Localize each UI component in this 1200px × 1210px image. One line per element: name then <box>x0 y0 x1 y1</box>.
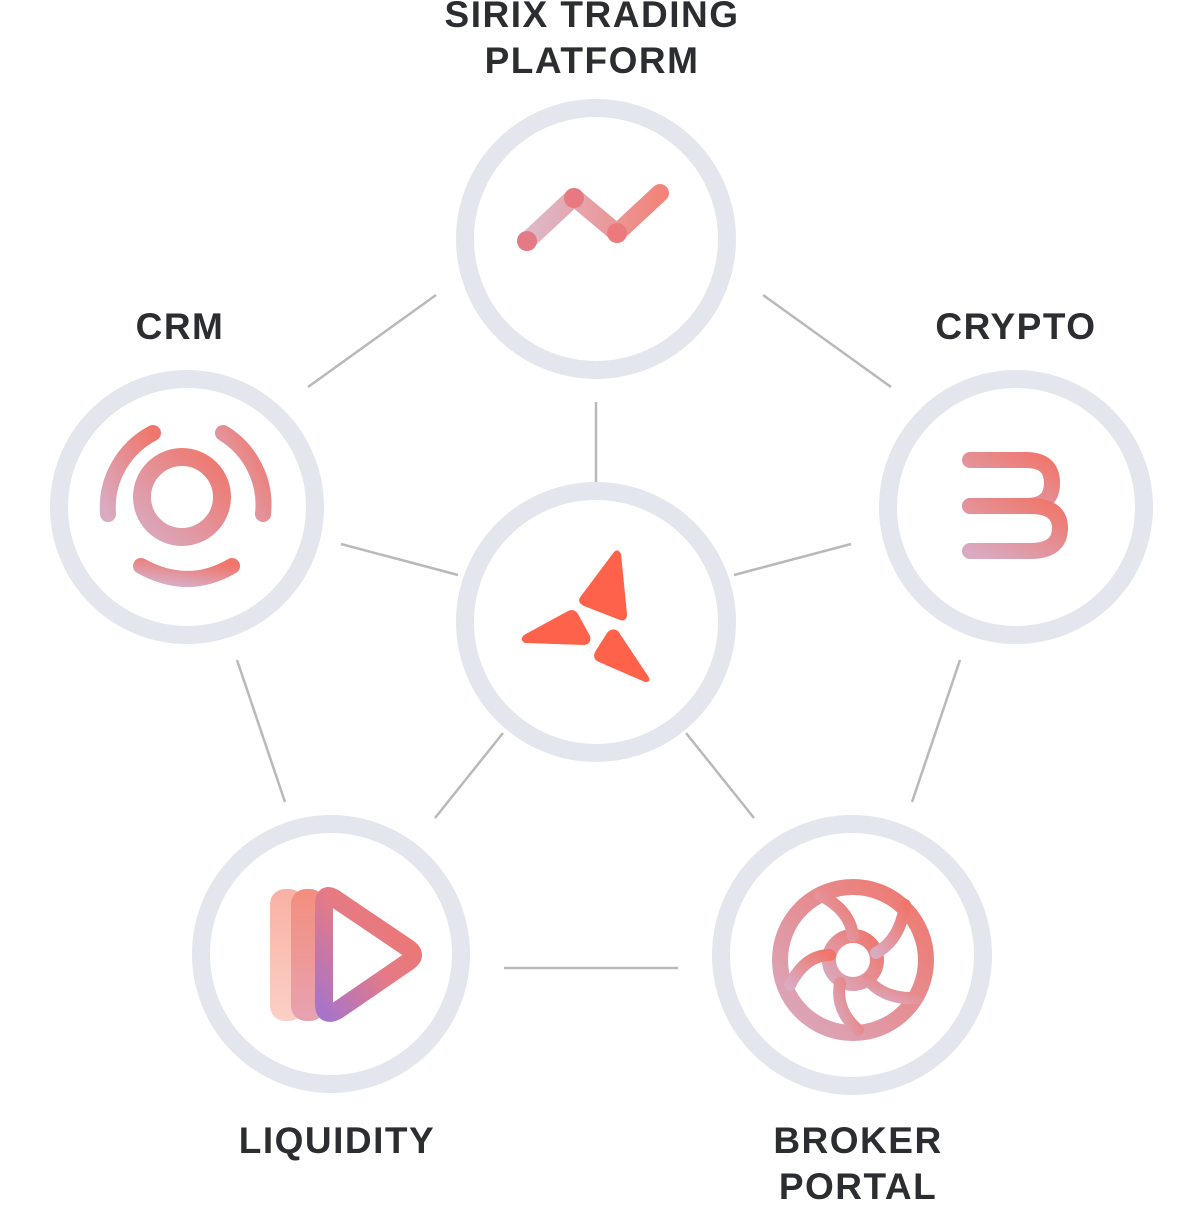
connector-top-crm <box>307 293 437 389</box>
ring-center <box>456 482 736 762</box>
ring-trading-platform <box>456 99 736 379</box>
label-broker-portal-line2: PORTAL <box>778 1166 938 1207</box>
connector-crm-liquidity <box>235 659 287 803</box>
node-rings <box>50 99 1153 1095</box>
line-chart-icon <box>515 184 679 282</box>
connector-crm-center <box>340 542 459 577</box>
ring-broker-portal <box>712 815 992 1095</box>
connector-crypto-center <box>733 542 852 577</box>
connector-center-broker <box>685 732 755 819</box>
label-crm: CRM <box>80 304 280 350</box>
label-liquidity-text: LIQUIDITY <box>238 1120 436 1161</box>
label-crm-text: CRM <box>135 306 225 347</box>
label-trading-platform-line2: PLATFORM <box>484 40 700 81</box>
connector-crypto-broker <box>910 659 962 803</box>
play-layers-icon <box>270 887 422 1022</box>
label-broker-portal: BROKER PORTAL <box>708 1118 1008 1210</box>
ring-crm <box>50 370 324 644</box>
connector-center-liquidity <box>434 732 504 819</box>
bitcoin-icon <box>962 434 1068 578</box>
crm-rings-icon <box>99 425 272 587</box>
connector-top-crypto <box>762 293 892 389</box>
label-trading-platform-line1: SIRIX TRADING <box>444 0 740 35</box>
label-crypto: CRYPTO <box>916 304 1116 350</box>
sirix-logo-icon <box>521 550 650 682</box>
label-broker-portal-line1: BROKER <box>773 1120 943 1161</box>
connectors <box>235 293 962 970</box>
label-crypto-text: CRYPTO <box>935 306 1097 347</box>
aperture-icon <box>772 879 934 1041</box>
label-trading-platform: SIRIX TRADING PLATFORM <box>392 0 792 84</box>
label-liquidity: LIQUIDITY <box>187 1118 487 1164</box>
